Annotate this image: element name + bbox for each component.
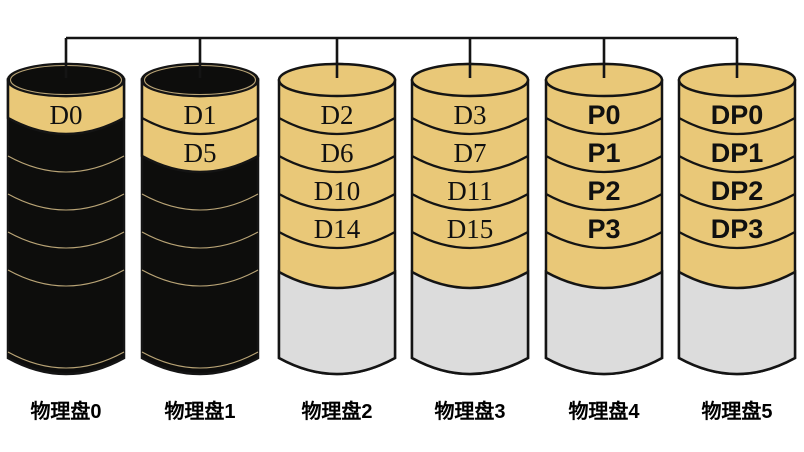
block-label: D1 — [184, 100, 217, 130]
disk-4-band-separator — [545, 192, 663, 212]
disk-0-sector-line — [7, 231, 125, 249]
disk-5-band-separator — [678, 230, 796, 250]
block-label: DP0 — [711, 100, 764, 130]
disk-5-band-separator — [678, 192, 796, 212]
disk-1-sector-line — [141, 269, 259, 287]
disk-0-bottom-rim — [7, 351, 125, 369]
disk-2-band-separator — [278, 116, 396, 136]
disk-4-band-separator — [545, 116, 663, 136]
block-label: DP1 — [711, 138, 764, 168]
disk-3-band-separator — [411, 116, 529, 136]
disk-1-sector-line — [141, 231, 259, 249]
disk-1: D1 D5 — [140, 62, 260, 376]
disk-2-caption: 物理盘2 — [301, 399, 372, 423]
disk-3: D3 D7 D11 D15 — [410, 62, 530, 376]
block-label: P3 — [587, 214, 620, 244]
bus — [64, 36, 739, 78]
block-label: P1 — [587, 138, 620, 168]
block-label: D11 — [447, 176, 493, 206]
disk-3-band-separator — [411, 192, 529, 212]
disk-0-sector-line — [7, 155, 125, 173]
block-label: D14 — [314, 214, 361, 244]
disk-5-caption: 物理盘5 — [701, 399, 772, 423]
block-label: D15 — [447, 214, 494, 244]
disk-3-spare-region — [410, 269, 530, 376]
disk-3-caption: 物理盘3 — [434, 399, 505, 423]
block-label: D7 — [454, 138, 487, 168]
block-label: DP2 — [711, 176, 764, 206]
disk-2-band-separator — [278, 230, 396, 250]
disk-0-caption: 物理盘0 — [30, 399, 101, 423]
block-label: DP3 — [711, 214, 764, 244]
disk-1-band-separator — [141, 116, 259, 136]
block-label: D0 — [50, 100, 83, 130]
disk-5-band-separator — [678, 116, 796, 136]
disk-0-sector-line — [7, 269, 125, 287]
disk-0: D0 — [6, 62, 126, 376]
disk-4-band-separator — [545, 230, 663, 250]
disk-4-spare-region — [544, 269, 664, 376]
disk-5: DP0 DP1 DP2 DP3 — [677, 62, 797, 376]
block-label: D5 — [184, 138, 217, 168]
disk-3-band-separator — [411, 230, 529, 250]
block-label: D2 — [321, 100, 354, 130]
disk-4-band-separator — [545, 154, 663, 174]
disk-4-caption: 物理盘4 — [568, 399, 640, 423]
disk-4: P0 P1 P2 P3 — [544, 62, 664, 376]
disk-2: D2 D6 D10 D14 — [277, 62, 397, 376]
block-label: D6 — [321, 138, 354, 168]
block-label: P0 — [587, 100, 620, 130]
disk-1-bottom-rim — [141, 351, 259, 369]
block-label: D3 — [454, 100, 487, 130]
disk-1-sector-line — [141, 193, 259, 211]
disk-5-band-separator — [678, 154, 796, 174]
disk-captions: 物理盘0 物理盘1 物理盘2 物理盘3 物理盘4 物理盘5 — [30, 399, 772, 423]
disk-3-band-separator — [411, 154, 529, 174]
block-label: P2 — [587, 176, 620, 206]
disk-1-caption: 物理盘1 — [164, 399, 235, 423]
disk-2-band-separator — [278, 192, 396, 212]
disk-5-spare-region — [677, 269, 797, 376]
disk-2-band-separator — [278, 154, 396, 174]
disk-0-sector-line — [7, 193, 125, 211]
disk-2-spare-region — [277, 269, 397, 376]
block-label: D10 — [314, 176, 361, 206]
